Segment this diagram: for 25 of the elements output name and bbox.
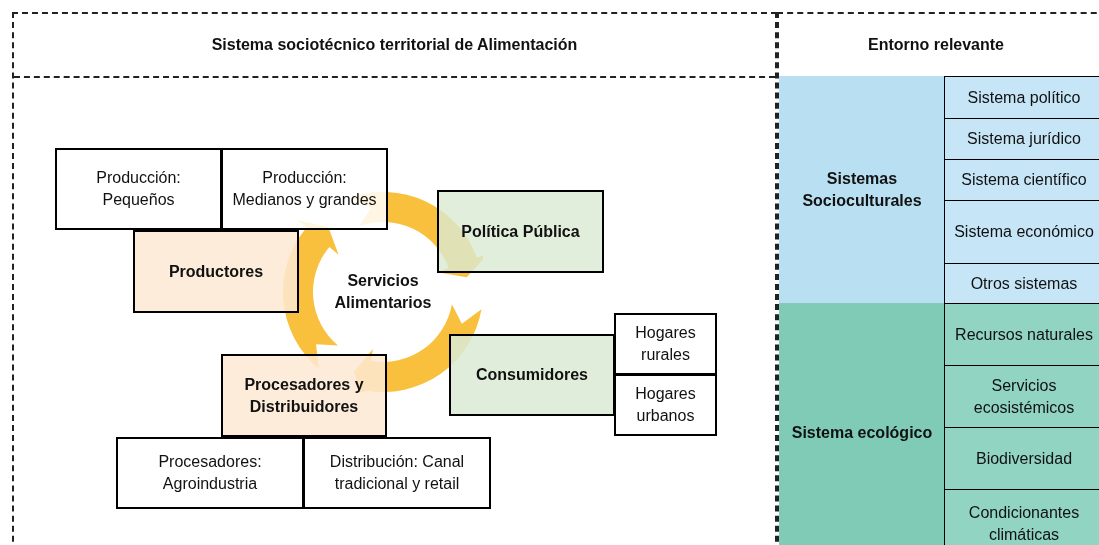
column-heading: Entorno relevante — [868, 35, 1004, 55]
column-heading: Sistema sociotécnico territorial de Alimentación — [211, 35, 578, 55]
text-box: Sistema jurídico — [944, 118, 1099, 160]
frame-panel — [777, 12, 1099, 545]
text-box: Sistema político — [944, 76, 1099, 119]
text-box: Sistema científico — [944, 159, 1099, 201]
text-box: Política Pública — [437, 190, 604, 273]
text-box: Distribución: Canal tradicional y retail — [303, 437, 491, 509]
text-box: Condicionantes climáticas — [944, 489, 1099, 545]
text-box: Consumidores — [449, 334, 615, 416]
text-box: Hogares rurales — [614, 313, 717, 375]
text-box: Productores — [133, 230, 299, 313]
text-box: Biodiversidad — [944, 427, 1099, 490]
text-box: Procesadores y Distribuidores — [221, 354, 387, 437]
text-box: Servicios ecosistémicos — [944, 365, 1099, 428]
text-box: Producción: Pequeños — [55, 148, 222, 230]
text-box: Producción: Medianos y grandes — [221, 148, 388, 230]
category-band: Sistemas Socioculturales — [779, 76, 945, 304]
center-label: Servicios Alimentarios — [333, 271, 433, 313]
text-box: Procesadores: Agroindustria — [116, 437, 304, 509]
category-band: Sistema ecológico — [779, 303, 945, 545]
text-box: Otros sistemas — [944, 263, 1099, 304]
text-box: Recursos naturales — [944, 303, 1099, 366]
text-box: Sistema económico — [944, 200, 1099, 264]
text-box: Hogares urbanos — [614, 374, 717, 436]
